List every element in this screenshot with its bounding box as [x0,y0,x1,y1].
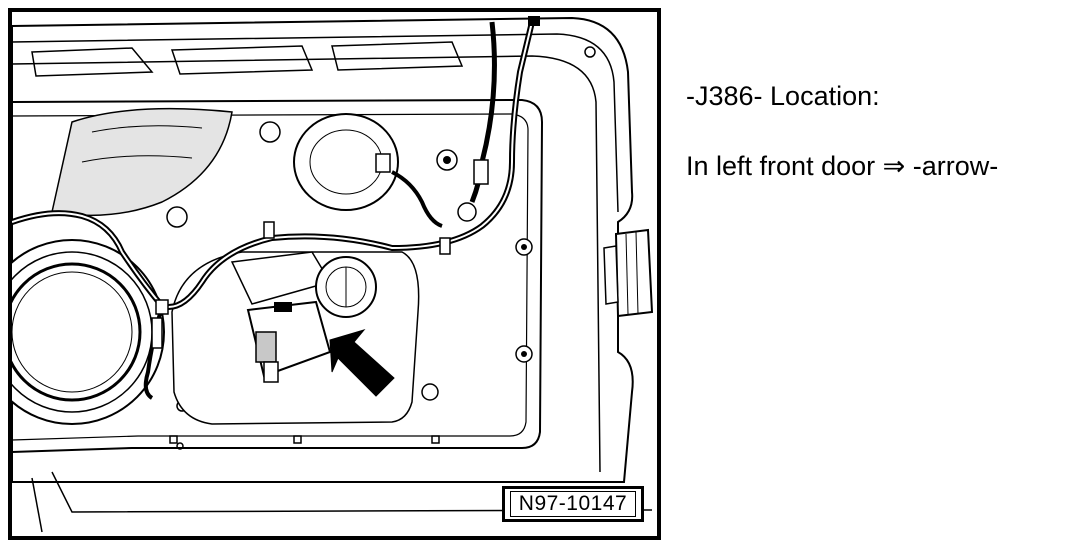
location-description: In left front door ⇒ -arrow- [686,151,999,181]
arrow-icon [329,329,395,397]
figure-id-text: N97-10147 [510,491,636,517]
door-interior-illustration [12,16,654,533]
location-heading: -J386- Location: [686,81,880,111]
door-illustration-frame: N97-10147 [8,8,661,540]
figure-id-label: N97-10147 [502,486,644,522]
